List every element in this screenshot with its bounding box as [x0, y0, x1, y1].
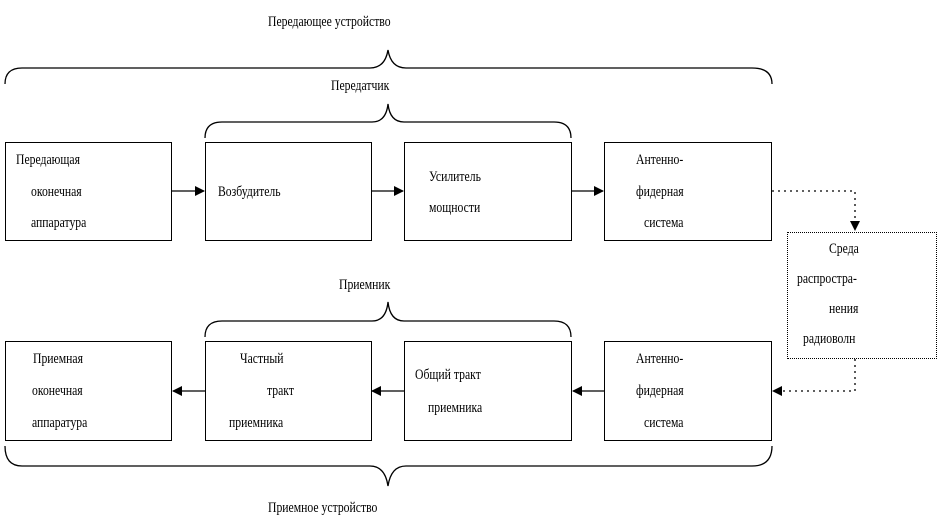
rx-private-line-3: приемника: [229, 415, 284, 431]
receiver-brace: [204, 301, 572, 338]
rx-common-path-block: Общий тракт приемника: [404, 341, 572, 441]
receiving-device-label: Приемное устройство: [268, 500, 378, 516]
receiver-label: Приемник: [339, 277, 391, 293]
power-amplifier-line-2: мощности: [429, 200, 481, 216]
dotted-link-arrowhead-down: [850, 221, 860, 231]
rx-antenna-line-2: фидерная: [636, 383, 684, 399]
receiving-device-brace: [4, 445, 773, 487]
tx-terminal-block: Передающая оконечная аппаратура: [5, 142, 172, 241]
rx-private-path-block: Частный тракт приемника: [205, 341, 372, 441]
exciter-block: Возбудитель: [205, 142, 372, 241]
tx-antenna-line-2: фидерная: [636, 184, 684, 200]
dotted-link-antenna-to-medium: [772, 190, 856, 226]
dotted-link-medium-to-antenna: [782, 359, 856, 392]
transmitting-device-label: Передающее устройство: [268, 14, 391, 30]
tx-terminal-line-2: оконечная: [31, 184, 82, 200]
tx-terminal-line-3: аппаратура: [31, 215, 87, 231]
rx-private-line-2: тракт: [267, 383, 294, 399]
tx-antenna-block: Антенно- фидерная система: [604, 142, 772, 241]
power-amplifier-block: Усилитель мощности: [404, 142, 572, 241]
medium-line-1: Среда: [829, 241, 859, 257]
rx-private-line-1: Частный: [240, 351, 284, 367]
transmitter-brace: [204, 103, 572, 139]
medium-line-4: радиоволн: [803, 331, 856, 347]
transmitting-device-brace: [4, 49, 773, 85]
rx-terminal-block: Приемная оконечная аппаратура: [5, 341, 172, 441]
rx-terminal-line-3: аппаратура: [32, 415, 88, 431]
dotted-link-arrowhead-left: [772, 386, 782, 396]
power-amplifier-line-1: Усилитель: [429, 169, 481, 185]
rx-antenna-block: Антенно- фидерная система: [604, 341, 772, 441]
rx-terminal-line-1: Приемная: [33, 351, 84, 367]
tx-antenna-line-3: система: [644, 215, 684, 231]
rx-antenna-line-1: Антенно-: [636, 351, 684, 367]
propagation-medium-block: Среда распростра- нения радиоволн: [787, 232, 937, 359]
rx-antenna-line-3: система: [644, 415, 684, 431]
medium-line-3: нения: [829, 301, 859, 317]
medium-line-2: распростра-: [797, 271, 857, 287]
transmitter-label: Передатчик: [331, 78, 390, 94]
tx-antenna-line-1: Антенно-: [636, 152, 684, 168]
rx-common-line-1: Общий тракт: [415, 367, 481, 383]
rx-terminal-line-2: оконечная: [32, 383, 83, 399]
exciter-line-1: Возбудитель: [218, 184, 281, 200]
rx-common-line-2: приемника: [428, 400, 483, 416]
tx-terminal-line-1: Передающая: [16, 152, 81, 168]
